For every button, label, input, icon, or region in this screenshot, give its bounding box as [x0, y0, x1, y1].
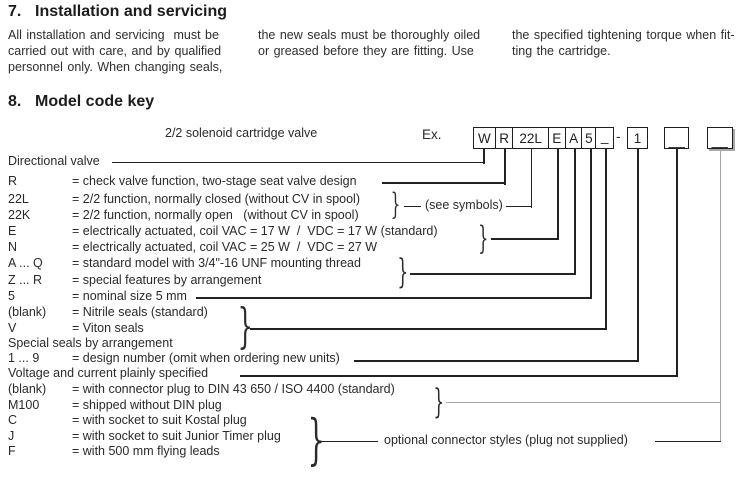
row-label: 22K	[8, 208, 31, 222]
brace-din-plug: }	[433, 382, 445, 422]
row-desc: = electrically actuated, coil VAC = 25 W…	[72, 240, 378, 254]
code-cell-w: W	[474, 128, 496, 148]
row-label: A ... Q	[8, 256, 43, 270]
row-desc: = with socket to suit Junior Timer plug	[72, 429, 281, 443]
row-desc: = check valve function, two-stage seat v…	[72, 174, 357, 188]
code-cell-a: A	[566, 128, 583, 148]
section-7-number: 7.	[8, 3, 22, 20]
connector-line-plug	[719, 150, 721, 442]
paragraph-line: or greased before they are fitting. Use	[258, 44, 474, 58]
row-label: V	[8, 321, 17, 335]
row-label: (blank)	[8, 382, 47, 396]
example-label: Ex.	[422, 127, 442, 142]
paragraph-line: the new seals must be thoroughly oiled	[258, 28, 481, 42]
line-connector-styles-right	[655, 440, 721, 442]
line-5	[196, 297, 592, 299]
row-label: (blank)	[8, 305, 47, 319]
connector-line-w	[483, 149, 485, 164]
section-8-title: Model code key	[35, 93, 155, 110]
row-label: 1 ... 9	[8, 351, 40, 365]
line-directional-valve	[112, 161, 485, 163]
paragraph-line: ting the cartridge.	[512, 44, 611, 58]
brace-seals: }	[237, 298, 253, 354]
line-e-n	[491, 238, 559, 240]
row-directional-valve: Directional valve	[8, 154, 100, 168]
paragraph-line: All installation and servicing must be	[8, 28, 219, 42]
connector-line-5	[590, 149, 592, 299]
row-desc: = with 500 mm flying leads	[72, 444, 220, 458]
section-8-heading: 8. Model code key	[8, 93, 154, 165]
connector-line-seal	[605, 149, 607, 330]
line-a-z	[410, 273, 576, 275]
row-desc: = standard model with 3/4"-16 UNF mounti…	[72, 256, 361, 270]
line-seals	[250, 328, 607, 330]
row-desc: = Nitrile seals (standard)	[72, 305, 208, 319]
code-cell-e: E	[549, 128, 566, 148]
row-desc: = special features by arrangement	[72, 273, 262, 287]
row-label: M100	[8, 398, 40, 412]
code-cell-r: R	[496, 128, 514, 148]
section-7-heading: 7. Installation and servicing	[8, 3, 227, 75]
row-desc: = with socket to suit Kostal plug	[72, 413, 247, 427]
row-desc: = design number (omit when ordering new …	[72, 351, 340, 365]
connector-box: _	[707, 127, 733, 149]
row-special-seals: Special seals by arrangement	[8, 336, 173, 350]
paragraph-line: personnel only. When changing seals,	[8, 60, 223, 74]
row-desc: = 2/2 function, normally closed (without…	[72, 192, 360, 206]
brace-a-z: }	[397, 252, 409, 292]
connector-line-r	[504, 149, 506, 185]
brace-e-n: }	[478, 219, 489, 257]
row-desc: = shipped without DIN plug	[72, 398, 222, 412]
row-label: N	[8, 240, 18, 254]
line-din-plug	[446, 401, 721, 403]
row-label: Z ... R	[8, 273, 43, 287]
row-desc: = 2/2 function, normally open (without C…	[72, 208, 359, 222]
connector-box-blank: _	[712, 133, 728, 148]
line-connector-styles-left	[318, 440, 378, 442]
brace-22l-22k: }	[390, 187, 401, 222]
code-cell-seal-blank: _	[600, 129, 609, 144]
section-7-title: Installation and servicing	[35, 3, 228, 20]
row-desc: = with connector plug to DIN 43 650 / IS…	[72, 382, 395, 396]
row-desc: = nominal size 5 mm	[72, 289, 187, 303]
brace-connector-styles: }	[307, 408, 325, 471]
row-label: F	[8, 444, 16, 458]
line-see-symbols-right	[506, 205, 532, 207]
row-desc: = Viton seals	[72, 321, 144, 335]
paragraph-line: carried out with care, and by qualified	[8, 44, 222, 58]
line-r	[382, 182, 506, 184]
installation-col-1: All installation and servicing must be c…	[8, 27, 252, 75]
line-design-number	[354, 360, 639, 362]
see-symbols-note: (see symbols)	[425, 198, 503, 212]
connector-line-voltage	[676, 149, 678, 377]
row-label: E	[8, 224, 17, 238]
row-label: 5	[8, 289, 15, 303]
connector-line-a	[574, 149, 576, 275]
row-label: 22L	[8, 192, 29, 206]
installation-col-2: the new seals must be thoroughly oiled o…	[258, 27, 504, 59]
row-voltage-current: Voltage and current plainly specified	[8, 366, 209, 380]
row-desc: = electrically actuated, coil VAC = 17 W…	[72, 224, 438, 238]
design-number-box: 1	[627, 127, 648, 149]
line-see-symbols-left	[404, 205, 421, 207]
optional-connector-note: optional connector styles (plug not supp…	[384, 433, 628, 447]
paragraph-line: the specified tightening torque when fit…	[512, 28, 735, 42]
code-cell-5: 5	[582, 128, 597, 148]
row-label: J	[8, 429, 15, 443]
code-separator: -	[616, 128, 621, 144]
code-cell-22l: 22L	[513, 128, 549, 148]
product-label: 2/2 solenoid cartridge valve	[165, 126, 318, 140]
voltage-box: _	[664, 127, 689, 149]
installation-col-3: the specified tightening torque when fit…	[512, 27, 754, 59]
line-voltage	[240, 375, 678, 377]
voltage-box-blank: _	[668, 133, 685, 148]
section-8-number: 8.	[8, 93, 22, 110]
connector-line-22l	[530, 149, 532, 208]
model-code-box: W R 22L E A 5 _	[473, 127, 614, 149]
row-label: C	[8, 413, 18, 427]
connector-line-design	[637, 149, 639, 362]
connector-line-e	[557, 149, 559, 240]
row-label: R	[8, 174, 18, 188]
